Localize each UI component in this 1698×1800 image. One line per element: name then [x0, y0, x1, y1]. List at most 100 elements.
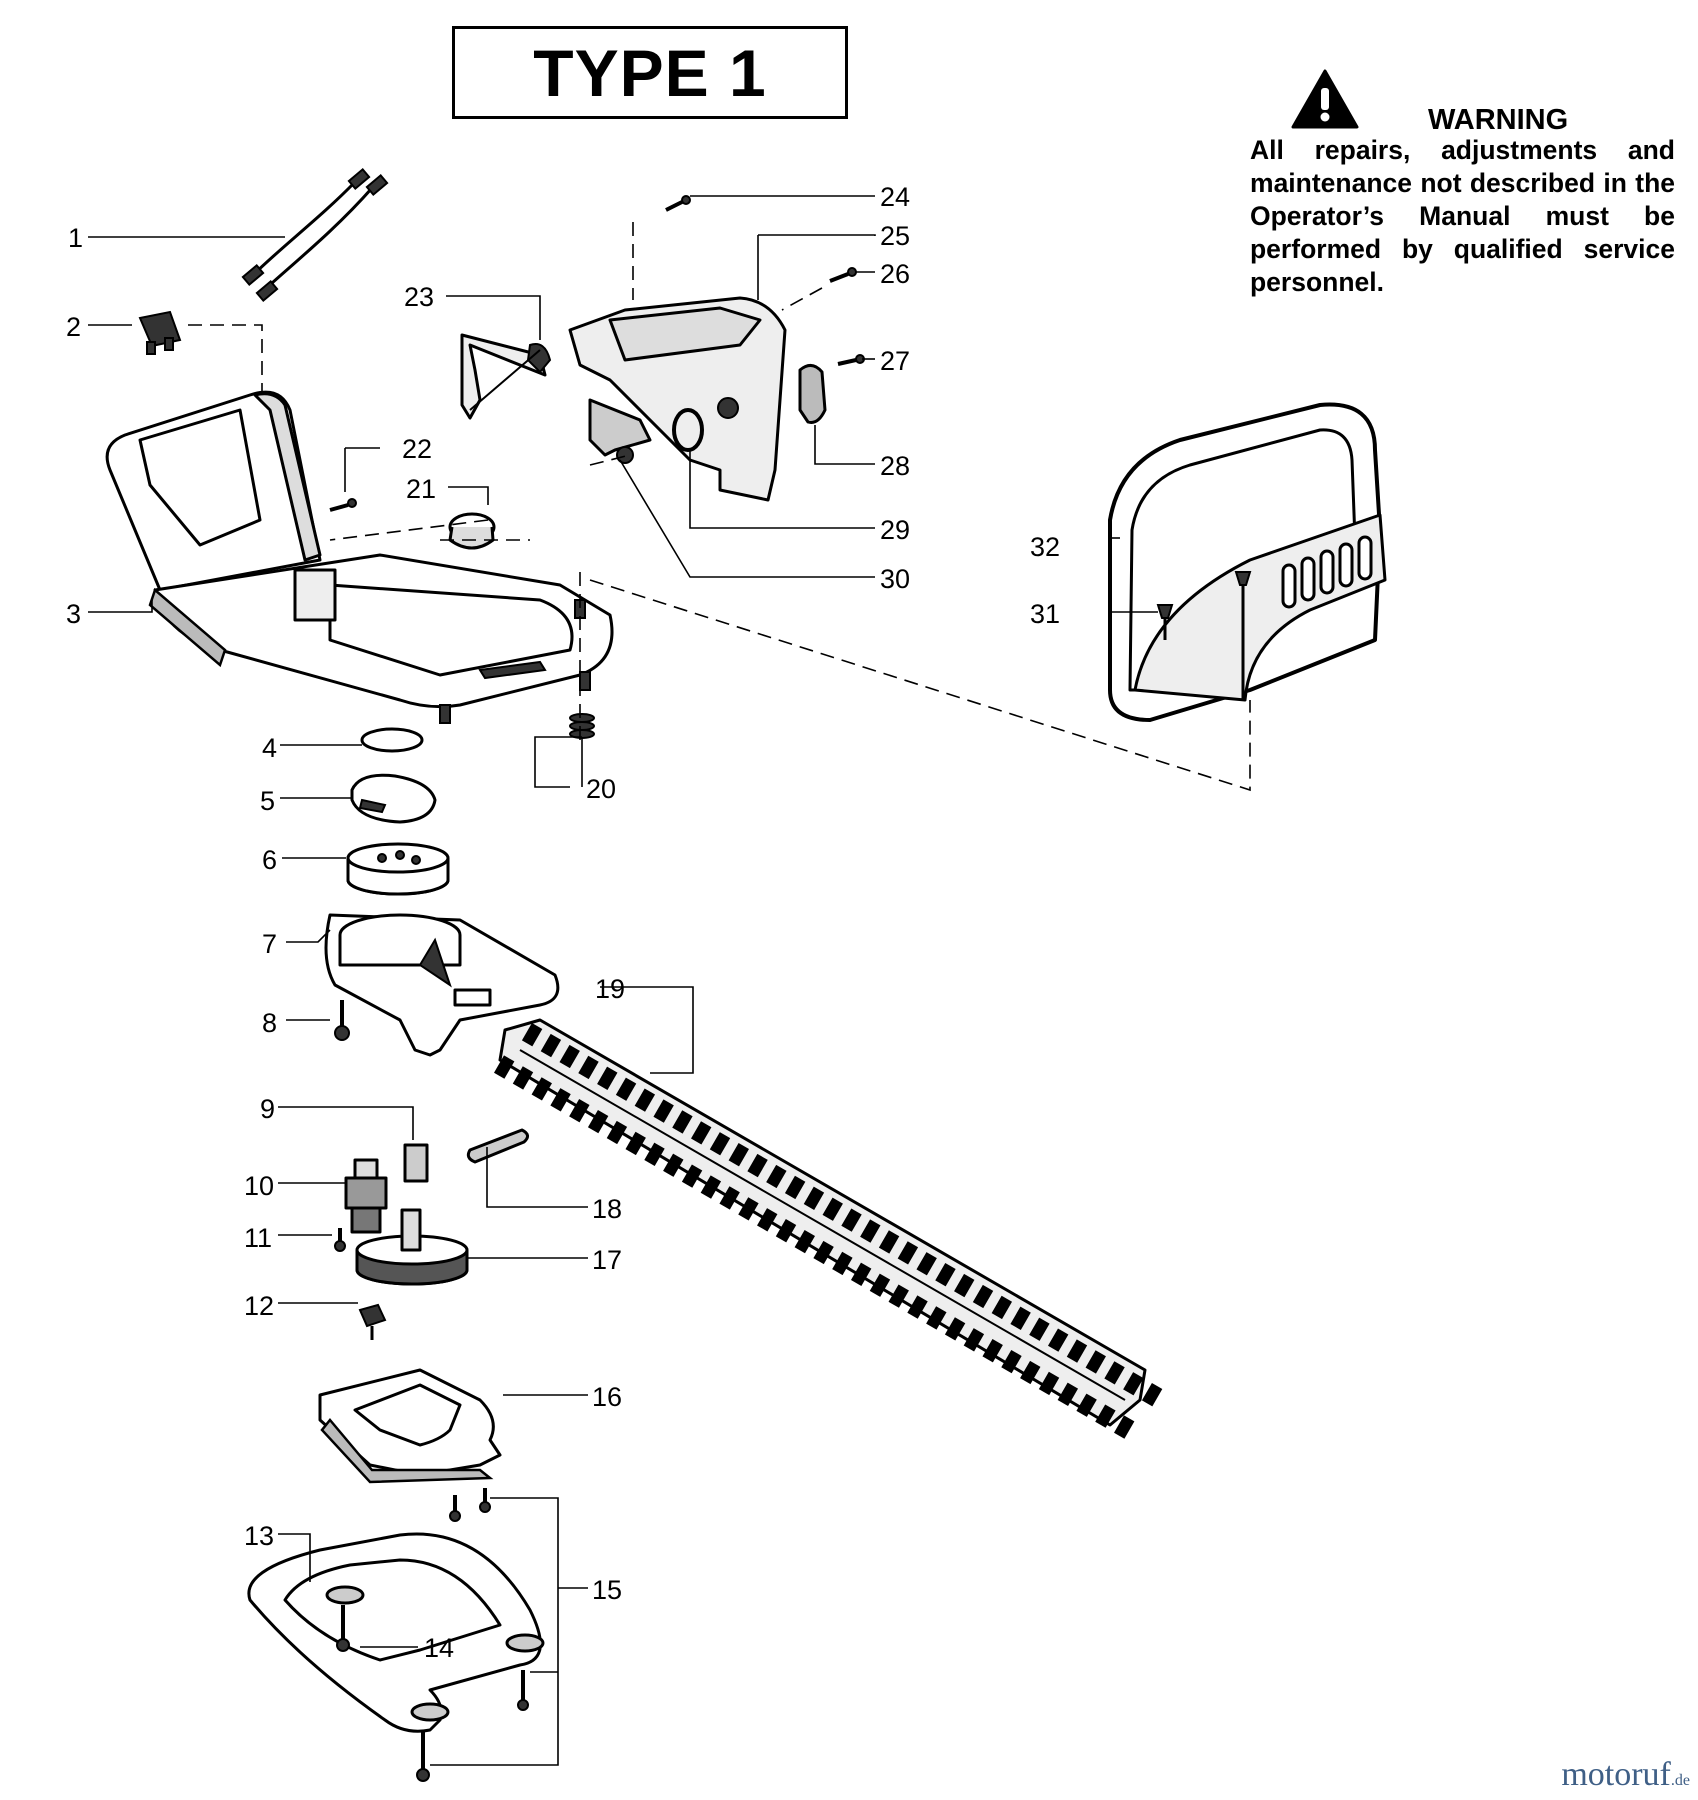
blade-tooth	[775, 1219, 797, 1243]
callout-25: 25	[880, 221, 910, 251]
blade-tooth	[672, 1110, 693, 1134]
callout-17: 17	[592, 1245, 622, 1275]
blade-tooth	[860, 1219, 881, 1243]
blade-tooth	[625, 1131, 646, 1156]
handle-vent	[1338, 542, 1354, 588]
part-3-housing-drawing	[105, 390, 614, 724]
blade-tooth	[747, 1153, 768, 1178]
handle-vent	[1281, 563, 1297, 609]
blade-tooth	[766, 1164, 787, 1189]
blade-tooth	[663, 1153, 684, 1177]
callout-4: 4	[262, 733, 277, 763]
blade-tooth	[822, 1197, 843, 1221]
blade-tooth	[878, 1230, 900, 1254]
blade-tooth	[963, 1328, 985, 1352]
part-9-bushing-drawing	[403, 1143, 429, 1183]
blade-tooth	[719, 1186, 740, 1210]
blade-tooth	[935, 1263, 956, 1287]
blade-tooth	[569, 1099, 590, 1123]
callout-labels: 1 2 3 4 5 6 7 8 9 10 11 12 13 14 15 16 1…	[66, 182, 1060, 1663]
blade-tooth	[494, 1055, 515, 1079]
part-27-screw-drawing	[837, 354, 865, 366]
handle-vent	[1357, 535, 1373, 581]
part-11-screw-drawing	[334, 1228, 346, 1252]
callout-13: 13	[244, 1521, 274, 1551]
blade-tooth	[644, 1142, 665, 1166]
blade-tooth	[907, 1295, 928, 1319]
title-box: TYPE 1	[452, 26, 848, 119]
leader-lines	[88, 195, 1251, 1766]
callout-32: 32	[1030, 532, 1060, 562]
callout-18: 18	[592, 1194, 622, 1224]
callout-29: 29	[880, 515, 910, 545]
blade-tooth	[597, 1066, 618, 1090]
part-17-gear-drawing	[355, 1208, 469, 1286]
warning-text: All repairs, adjustments and maintenance…	[1250, 135, 1675, 297]
blade-tooth	[869, 1273, 891, 1297]
callout-8: 8	[262, 1008, 277, 1038]
blade-tooth	[888, 1284, 909, 1308]
blade-tooth	[991, 1295, 1013, 1320]
blade-tooth	[521, 1023, 543, 1047]
blade-tooth	[550, 1088, 571, 1112]
callout-5: 5	[260, 786, 275, 816]
callout-22: 22	[402, 434, 432, 464]
callout-6: 6	[262, 845, 277, 875]
callout-27: 27	[880, 346, 910, 376]
page-title: TYPE 1	[533, 35, 767, 110]
part-28-latch-drawing	[798, 364, 827, 424]
blade-tooth	[681, 1164, 703, 1188]
part-12-nut-drawing	[358, 1303, 387, 1340]
brand-watermark: motoruf.de	[1561, 1756, 1690, 1794]
part-29-spring-drawing	[672, 408, 704, 452]
blade-tooth	[728, 1143, 749, 1167]
handle-vent	[1300, 556, 1316, 602]
blade-tooth	[1066, 1339, 1088, 1363]
callout-7: 7	[262, 929, 277, 959]
blade-tooth	[972, 1284, 994, 1309]
blade-tooth	[578, 1055, 599, 1080]
blade-tooth	[850, 1262, 872, 1286]
part-14-screw-drawing	[336, 1605, 350, 1652]
part-4-washer-drawing	[360, 727, 424, 753]
part-1-cord-drawing	[241, 167, 389, 303]
blade-tooth	[1141, 1383, 1163, 1407]
callout-30: 30	[880, 564, 910, 594]
blade-tooth	[634, 1088, 656, 1112]
blade-tooth	[700, 1175, 722, 1199]
part-18-slider-drawing	[466, 1128, 529, 1164]
blade-tooth	[1123, 1372, 1144, 1396]
part-30-button-drawing	[588, 398, 652, 464]
blade-tooth	[1104, 1361, 1125, 1385]
blade-tooth	[709, 1132, 731, 1156]
part-7-gear-housing-drawing	[324, 913, 560, 1057]
brand-name: motoruf	[1561, 1756, 1671, 1793]
callout-26: 26	[880, 259, 910, 289]
blade-tooth	[691, 1121, 712, 1145]
callout-9: 9	[260, 1094, 275, 1124]
part-25-cover-drawing	[568, 296, 787, 502]
callout-12: 12	[244, 1291, 274, 1321]
part-31-screws-drawing	[1156, 571, 1252, 700]
callout-24: 24	[880, 182, 910, 212]
part-2-switch-drawing	[138, 310, 182, 355]
blade-tooth	[794, 1229, 815, 1254]
callout-14: 14	[424, 1633, 454, 1663]
part-32-handle-drawing	[1108, 402, 1387, 722]
warning-header: WARNING	[1250, 68, 1675, 136]
blade-tooth	[1038, 1371, 1060, 1396]
callout-19: 19	[595, 974, 625, 1004]
blade-tooth	[559, 1044, 580, 1069]
callout-2: 2	[66, 312, 81, 342]
blade-tooth	[512, 1066, 534, 1090]
part-19-blade-drawing	[498, 1018, 1147, 1427]
callout-11: 11	[244, 1223, 272, 1253]
warning-notice: WARNING All repairs, adjustments and mai…	[1250, 68, 1675, 299]
callout-28: 28	[880, 451, 910, 481]
blade-tooth	[954, 1273, 975, 1298]
part-23-lever-drawing	[460, 333, 552, 420]
blade-tooth	[1029, 1317, 1050, 1341]
callout-21: 21	[406, 474, 436, 504]
blade-tooth	[587, 1109, 609, 1134]
